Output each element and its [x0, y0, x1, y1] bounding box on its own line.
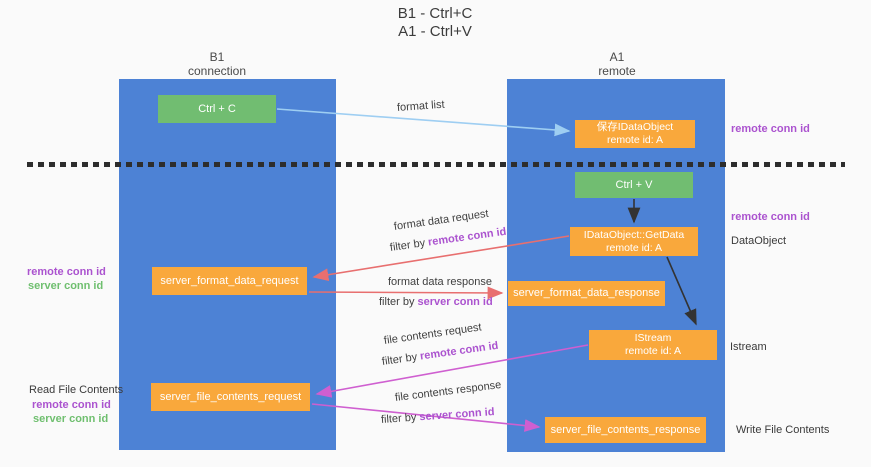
- server-file-contents-request-node: server_file_contents_request: [151, 383, 310, 411]
- server-conn-id-text: server conn id: [417, 296, 493, 308]
- right-column-role: remote: [598, 64, 636, 78]
- istream-side-label: Istream: [730, 341, 767, 353]
- filter-prefix: filter by: [379, 296, 418, 308]
- format-list-label: format list: [396, 98, 445, 114]
- server-conn-id-text: server conn id: [419, 406, 495, 424]
- arrow-format-data-response: [308, 286, 504, 300]
- read-file-contents-label: Read File Contents: [29, 384, 124, 396]
- istream-line2: remote id: A: [624, 345, 682, 357]
- write-file-contents-label: Write File Contents: [736, 424, 830, 436]
- filter-by-server-conn-id-2: filter by server conn id: [381, 406, 495, 426]
- istream-node: IStream remote id: A: [589, 330, 717, 360]
- server-format-data-response-label: server_format_data_response: [513, 287, 660, 299]
- filter-prefix: filter by: [381, 350, 421, 368]
- right-column-name: A1: [609, 50, 625, 64]
- left-server-conn-id-bottom: server conn id: [33, 413, 109, 425]
- dataobject-label: DataObject: [731, 235, 787, 247]
- filter-prefix: filter by: [380, 411, 420, 426]
- filter-prefix: filter by: [389, 236, 429, 254]
- save-idataobject-line2: remote id: A: [606, 134, 664, 146]
- remote-conn-id-text: remote conn id: [419, 339, 500, 363]
- title-line-2: A1 - Ctrl+V: [398, 23, 472, 40]
- right-remote-conn-id-top: remote conn id: [731, 123, 810, 135]
- idataobject-getdata-node: IDataObject::GetData remote id: A: [570, 227, 698, 256]
- right-remote-conn-id-mid: remote conn id: [731, 211, 810, 223]
- left-column-header: B1 connection: [157, 50, 277, 78]
- server-file-contents-request-label: server_file_contents_request: [159, 390, 302, 403]
- server-format-data-response-node: server_format_data_response: [508, 281, 665, 306]
- ctrl-v-node: Ctrl + V: [575, 172, 693, 198]
- server-format-data-request-label: server_format_data_request: [160, 274, 299, 287]
- title-line-1: B1 - Ctrl+C: [397, 5, 473, 22]
- getdata-line1: IDataObject::GetData: [583, 228, 685, 241]
- getdata-line2: remote id: A: [605, 241, 663, 254]
- file-contents-response-label: file contents response: [394, 379, 502, 404]
- server-file-contents-response-label: server_file_contents_response: [550, 423, 701, 436]
- save-idataobject-node: 保存IDataObject remote id: A: [575, 120, 695, 148]
- left-remote-conn-id-bottom: remote conn id: [32, 399, 111, 411]
- left-column-name: B1: [209, 50, 225, 64]
- format-data-response-label: format data response: [388, 276, 492, 288]
- left-column-role: connection: [187, 64, 247, 78]
- save-idataobject-line1: 保存IDataObject: [596, 121, 674, 133]
- filter-by-server-conn-id-1: filter by server conn id: [379, 296, 493, 308]
- dashed-separator-line: [27, 162, 845, 167]
- left-remote-conn-id-top: remote conn id: [27, 266, 106, 278]
- ctrl-v-label: Ctrl + V: [615, 178, 653, 191]
- left-server-conn-id-top: server conn id: [28, 280, 104, 292]
- remote-conn-id-text: remote conn id: [427, 225, 508, 249]
- server-format-data-request-node: server_format_data_request: [152, 267, 307, 295]
- ctrl-c-node: Ctrl + C: [158, 95, 276, 123]
- istream-line1: IStream: [634, 332, 672, 344]
- server-file-contents-response-node: server_file_contents_response: [545, 417, 706, 443]
- right-column-header: A1 remote: [557, 50, 677, 78]
- diagram-title: B1 - Ctrl+C A1 - Ctrl+V: [335, 5, 535, 41]
- ctrl-c-label: Ctrl + C: [198, 102, 236, 115]
